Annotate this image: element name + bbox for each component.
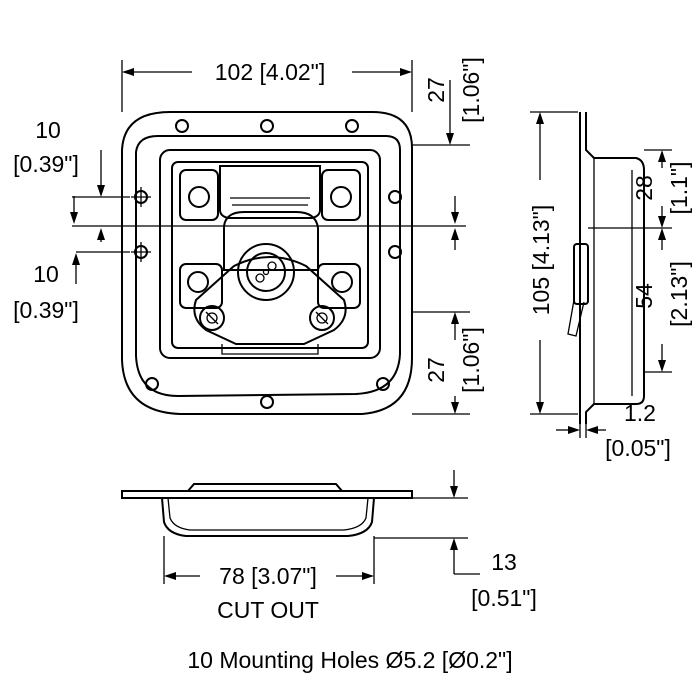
height-dimension: 105 [4.13"] xyxy=(528,205,554,315)
hole-lower-in: [0.39"] xyxy=(13,297,79,323)
dish-profile xyxy=(161,497,375,537)
lock-cylinder xyxy=(237,243,295,301)
top-offset-in: [1.06"] xyxy=(458,57,484,123)
cutout-label: CUT OUT xyxy=(217,597,319,623)
rivet-right xyxy=(309,305,335,331)
mounting-holes xyxy=(131,119,402,409)
latch-hasp xyxy=(223,211,319,271)
bottom-view-dimensions: 78 [3.07"] CUT OUT 13 [0.51"] xyxy=(163,470,537,623)
top-offset-mm: 27 xyxy=(423,77,449,103)
mounting-hole xyxy=(260,119,274,133)
cutout-dimension: 78 [3.07"] xyxy=(219,563,317,589)
bottom-offset-in: [1.06"] xyxy=(458,327,484,393)
depth-in: [0.51"] xyxy=(471,585,537,611)
side-view-dimensions: 105 [4.13"] 28 [1.1"] 54 [2.13"] 1.2 [0.… xyxy=(528,111,692,461)
upper-right-boss xyxy=(321,169,361,221)
depth-mm: 13 xyxy=(491,549,517,575)
butterfly-handle xyxy=(193,256,347,345)
bottom-view xyxy=(121,483,413,537)
lower-right-boss xyxy=(317,263,361,309)
pocket-inner xyxy=(171,161,369,349)
hole-lower-mm: 10 xyxy=(33,261,59,287)
flange-outline xyxy=(121,490,413,499)
front-view xyxy=(121,111,413,415)
mounting-hole xyxy=(388,245,402,259)
front-view-dimensions: 102 [4.02"] 27 [1.06"] 10 [0.39"] 10 [0.… xyxy=(13,57,484,415)
rivet-left xyxy=(199,305,225,331)
side-upper-mm: 28 xyxy=(631,175,657,201)
mounting-holes-caption: 10 Mounting Holes Ø5.2 [Ø0.2"] xyxy=(187,647,512,673)
lower-left-boss xyxy=(179,263,223,309)
pocket-outer xyxy=(159,149,381,359)
mounting-hole xyxy=(145,377,159,391)
side-lower-mm: 54 xyxy=(631,283,657,309)
mounting-hole xyxy=(376,377,390,391)
mounting-hole xyxy=(345,119,359,133)
width-dimension: 102 [4.02"] xyxy=(215,59,325,85)
mounting-hole xyxy=(260,395,274,409)
upper-left-boss xyxy=(179,169,219,221)
hole-upper-mm: 10 xyxy=(35,117,61,143)
side-view xyxy=(567,112,645,424)
latch-top-plate xyxy=(219,165,321,219)
side-upper-in: [1.1"] xyxy=(666,162,692,215)
mounting-hole xyxy=(388,190,402,204)
outer-dish-outline xyxy=(121,111,413,415)
hole-upper-in: [0.39"] xyxy=(13,151,79,177)
side-lower-in: [2.13"] xyxy=(666,261,692,327)
inner-dish-outline xyxy=(135,135,401,398)
thickness-in: [0.05"] xyxy=(605,435,671,461)
bottom-offset-mm: 27 xyxy=(423,357,449,383)
mounting-hole xyxy=(175,119,189,133)
side-profile-outline xyxy=(585,112,645,424)
side-latch-profile xyxy=(573,243,589,305)
thickness-mm: 1.2 xyxy=(624,400,656,426)
